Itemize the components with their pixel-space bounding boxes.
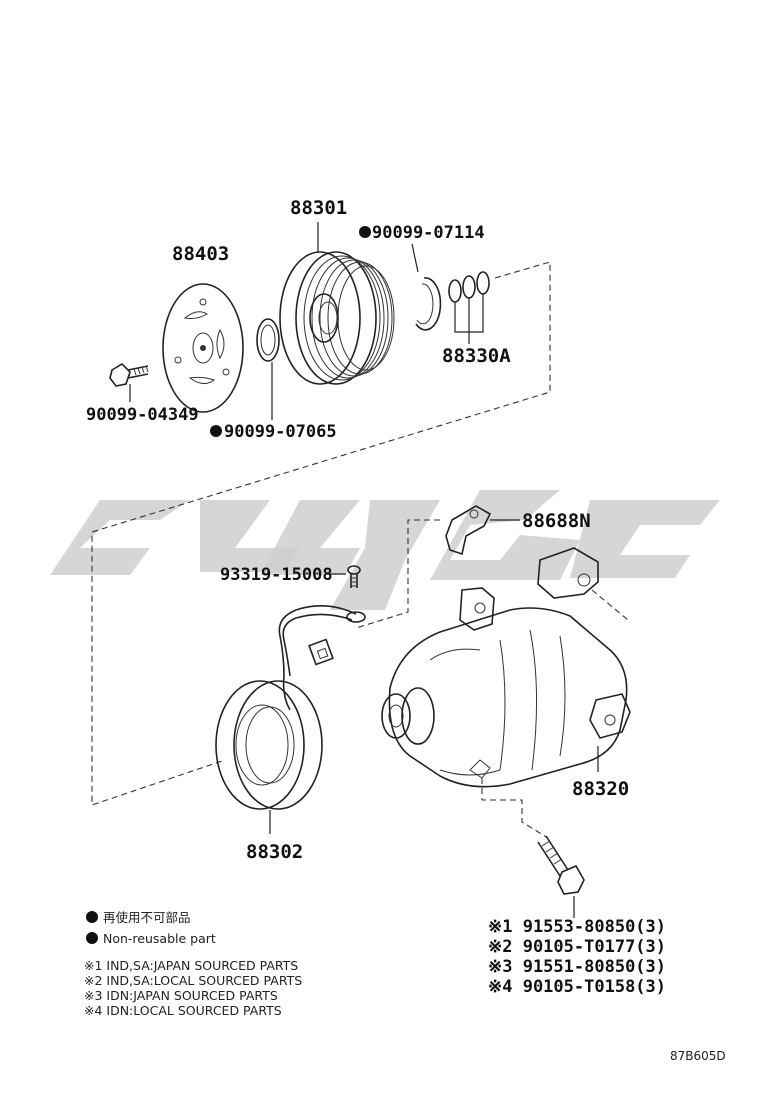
label-90099-04349: 90099-04349 (86, 405, 199, 425)
label-93319-15008: 93319-15008 (220, 565, 333, 585)
label-88320: 88320 (572, 778, 629, 800)
non-reusable-dot-icon (210, 425, 222, 437)
non-reusable-dot-icon (86, 932, 98, 944)
label-90099-07114: 90099-07114 (372, 223, 485, 243)
label-88301: 88301 (290, 197, 347, 219)
shims-88330A (448, 271, 490, 344)
non-reusable-dot-icon (86, 911, 98, 923)
mounting-bolt (537, 835, 585, 918)
legend-en: Non-reusable part (103, 931, 216, 946)
bolt-option-3: ※3 91551-80850(3) (488, 957, 666, 977)
watermark (50, 490, 720, 610)
field-coil-88302 (215, 680, 323, 834)
bolt-option-1: ※1 91553-80850(3) (488, 917, 666, 937)
legend-note-3: ※3 IDN:JAPAN SOURCED PARTS (84, 988, 278, 1003)
label-88688N: 88688N (522, 510, 591, 532)
diagram-code: 87B605D (670, 1049, 726, 1063)
bolt-option-4: ※4 90105-T0158(3) (488, 977, 666, 997)
bolt-option-2: ※2 90105-T0177(3) (488, 937, 666, 957)
alignment-lines (91, 261, 629, 839)
bracket-88688N (445, 505, 520, 556)
screw-93319-15008 (347, 565, 361, 588)
legend-note-4: ※4 IDN:LOCAL SOURCED PARTS (84, 1003, 282, 1018)
label-90099-07065: 90099-07065 (224, 422, 337, 442)
wire-harness (278, 605, 366, 711)
label-88330A: 88330A (442, 345, 511, 367)
label-88302: 88302 (246, 841, 303, 863)
bolt-90099-04349 (109, 362, 149, 402)
legend-note-2: ※2 IND,SA:LOCAL SOURCED PARTS (84, 973, 302, 988)
legend-jp: 再使用不可部品 (103, 910, 191, 925)
snap-ring-90099-07114 (411, 243, 442, 331)
compressor-88320 (381, 547, 631, 788)
non-reusable-dot-icon (359, 226, 371, 238)
shim-90099-07065 (256, 318, 280, 420)
pulley-88301 (279, 222, 395, 385)
label-88403: 88403 (172, 243, 229, 265)
legend-note-1: ※1 IND,SA:JAPAN SOURCED PARTS (84, 958, 298, 973)
clutch-plate-88403 (162, 283, 244, 413)
